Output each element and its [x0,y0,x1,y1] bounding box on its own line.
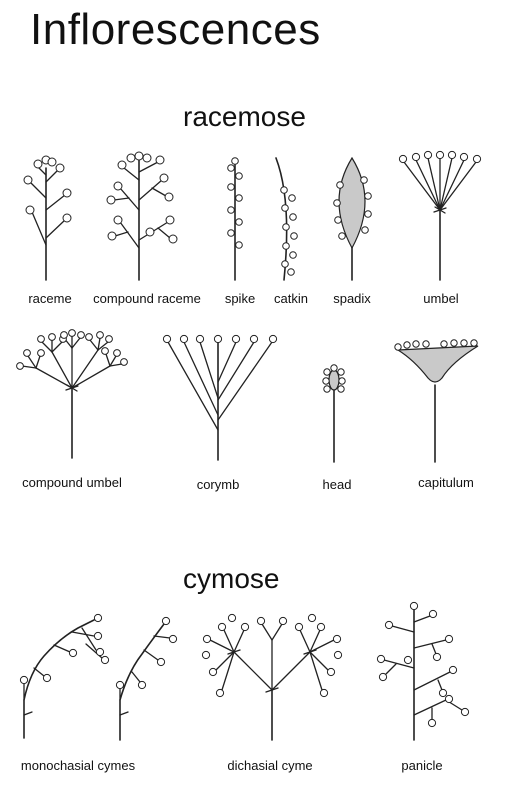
catkin-diagram [275,157,298,281]
label-head: head [322,477,352,492]
label-dichasial-cyme: dichasial cyme [227,758,313,773]
label-panicle: panicle [401,758,443,773]
label-spike: spike [224,291,256,306]
head-diagram [322,364,346,463]
spadix-diagram [333,156,372,281]
label-umbel: umbel [423,291,459,306]
panicle-diagram [376,601,470,741]
umbel-diagram [398,150,482,281]
label-raceme: raceme [28,291,72,306]
label-monochasial-cymes: monochasial cymes [20,758,136,773]
monochasial-cymes-diagram [19,613,178,741]
dichasial-cyme-diagram [201,613,343,741]
label-compound-umbel: compound umbel [22,475,122,490]
capitulum-diagram [394,339,479,463]
label-catkin: catkin [274,291,308,306]
spike-diagram [227,157,243,281]
compound-umbel-diagram [16,329,128,459]
label-spadix: spadix [333,291,371,306]
raceme-diagram [23,155,72,281]
section-title-cymose: cymose [183,563,280,594]
label-corymb: corymb [196,477,240,492]
corymb-diagram [162,334,278,461]
label-capitulum: capitulum [418,475,474,490]
section-title-racemose: racemose [183,101,306,132]
label-compound-raceme: compound raceme [93,291,201,306]
compound-raceme-diagram [106,151,178,281]
page-title: Inflorescences [30,5,321,54]
